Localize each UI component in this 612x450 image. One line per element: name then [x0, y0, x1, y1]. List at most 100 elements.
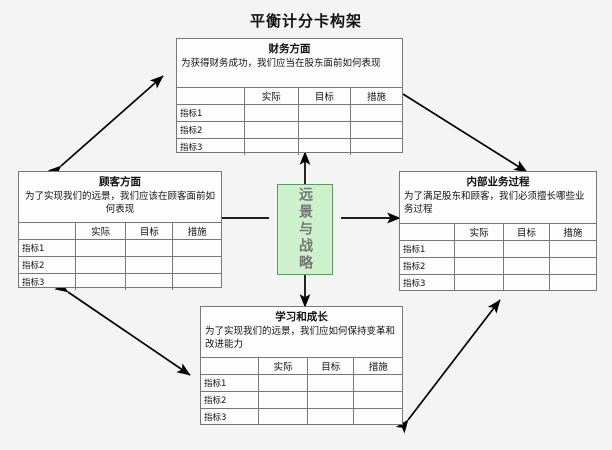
cell-target[interactable] [503, 240, 550, 258]
col-actual: 实际 [244, 87, 299, 105]
perspective-customer-title: 顾客方面 [99, 176, 141, 188]
table-row[interactable]: 指标3 [177, 138, 402, 155]
cell-measure[interactable] [350, 121, 402, 139]
perspective-learning-title: 学习和成长 [275, 311, 328, 323]
col-actual: 实际 [258, 357, 308, 375]
table-row[interactable]: 指标3 [400, 274, 596, 291]
cell-measure[interactable] [350, 138, 402, 155]
perspective-customer-table: 实际 目标 措施 指标1 指标2 指标3 [19, 222, 221, 290]
arrow-learning-internal [395, 299, 501, 434]
arrow-financial-internal [389, 82, 528, 173]
col-measure: 措施 [549, 223, 596, 241]
cell-target[interactable] [298, 138, 351, 155]
cell-actual[interactable] [244, 138, 299, 155]
perspective-learning-table: 实际 目标 措施 指标1 指标2 指标3 [201, 357, 402, 425]
cell-measure[interactable] [172, 273, 221, 290]
row-label: 指标3 [201, 408, 260, 425]
row-label: 指标1 [400, 240, 456, 258]
col-measure: 措施 [350, 87, 402, 105]
cell-actual[interactable] [258, 408, 308, 425]
row-label: 指标2 [177, 121, 245, 139]
col-target: 目标 [298, 87, 351, 105]
perspective-customer-head: 顾客方面 为了实现我们的远景，我们应该在顾客面前如何表现 [19, 172, 221, 222]
perspective-financial[interactable]: 财务方面 为获得财务成功，我们应当在股东面前如何表现 实际 目标 措施 指标1 … [176, 38, 403, 155]
col-actual: 实际 [75, 222, 127, 240]
cell-measure[interactable] [353, 391, 402, 409]
col-blank [201, 357, 260, 375]
arrow-customer-financial [47, 75, 164, 179]
table-row[interactable]: 指标2 [19, 256, 221, 274]
table-header-row: 实际 目标 措施 [19, 222, 221, 240]
col-measure: 措施 [353, 357, 402, 375]
cell-target[interactable] [503, 257, 550, 275]
perspective-learning[interactable]: 学习和成长 为了实现我们的远景，我们应如何保持变革和改进能力 实际 目标 措施 … [200, 306, 403, 425]
perspective-financial-title: 财务方面 [268, 43, 311, 55]
vision-strategy-box[interactable]: 远景与战略 [277, 184, 333, 275]
cell-measure[interactable] [350, 104, 402, 122]
cell-target[interactable] [125, 256, 174, 274]
table-row[interactable]: 指标1 [177, 104, 402, 122]
cell-target[interactable] [307, 374, 355, 392]
cell-measure[interactable] [172, 256, 221, 274]
cell-actual[interactable] [454, 240, 505, 258]
table-row[interactable]: 指标2 [177, 121, 402, 139]
cell-measure[interactable] [549, 274, 596, 291]
perspective-financial-table: 实际 目标 措施 指标1 指标2 指标3 [177, 87, 402, 155]
table-header-row: 实际 目标 措施 [400, 223, 596, 241]
cell-actual[interactable] [258, 374, 308, 392]
cell-actual[interactable] [454, 274, 505, 291]
cell-target[interactable] [125, 239, 174, 257]
table-row[interactable]: 指标2 [201, 391, 402, 409]
table-row[interactable]: 指标3 [19, 273, 221, 290]
cell-actual[interactable] [75, 239, 127, 257]
col-target: 目标 [125, 222, 174, 240]
perspective-internal-title: 内部业务过程 [466, 176, 530, 188]
cell-measure[interactable] [549, 240, 596, 258]
perspective-financial-head: 财务方面 为获得财务成功，我们应当在股东面前如何表现 [177, 39, 402, 87]
cell-measure[interactable] [549, 257, 596, 275]
page-title: 平衡计分卡构架 [249, 12, 362, 30]
row-label: 指标3 [177, 138, 245, 155]
perspective-learning-desc: 为了实现我们的远景，我们应如何保持变革和改进能力 [205, 326, 396, 350]
perspective-customer-desc: 为了实现我们的远景，我们应该在顾客面前如何表现 [24, 191, 215, 215]
cell-target[interactable] [125, 273, 174, 290]
cell-target[interactable] [503, 274, 550, 291]
table-row[interactable]: 指标1 [19, 239, 221, 257]
cell-target[interactable] [298, 104, 351, 122]
cell-actual[interactable] [454, 257, 505, 275]
row-label: 指标1 [177, 104, 245, 122]
cell-actual[interactable] [75, 256, 127, 274]
perspective-customer[interactable]: 顾客方面 为了实现我们的远景，我们应该在顾客面前如何表现 实际 目标 措施 指标… [18, 171, 222, 290]
vision-strategy-label: 远景与战略 [297, 187, 313, 272]
row-label: 指标2 [400, 257, 456, 275]
cell-actual[interactable] [258, 391, 308, 409]
perspective-financial-desc: 为获得财务成功，我们应当在股东面前如何表现 [181, 58, 381, 69]
table-row[interactable]: 指标1 [400, 240, 596, 258]
row-label: 指标2 [19, 256, 76, 274]
table-row[interactable]: 指标2 [400, 257, 596, 275]
table-row[interactable]: 指标3 [201, 408, 402, 425]
col-measure: 措施 [172, 222, 221, 240]
cell-actual[interactable] [244, 104, 299, 122]
cell-target[interactable] [307, 391, 355, 409]
col-blank [19, 222, 76, 240]
cell-measure[interactable] [353, 408, 402, 425]
row-label: 指标3 [19, 273, 76, 290]
perspective-internal-desc: 为了满足股东和顾客，我们必须擅长哪些业务过程 [404, 191, 585, 215]
cell-target[interactable] [307, 408, 355, 425]
cell-actual[interactable] [244, 121, 299, 139]
perspective-internal-head: 内部业务过程 为了满足股东和顾客，我们必须擅长哪些业务过程 [400, 172, 596, 223]
cell-measure[interactable] [172, 239, 221, 257]
cell-target[interactable] [298, 121, 351, 139]
col-target: 目标 [503, 223, 550, 241]
arrow-customer-learning [54, 280, 191, 376]
table-row[interactable]: 指标1 [201, 374, 402, 392]
col-target: 目标 [307, 357, 355, 375]
perspective-internal[interactable]: 内部业务过程 为了满足股东和顾客，我们必须擅长哪些业务过程 实际 目标 措施 指… [399, 171, 597, 291]
cell-measure[interactable] [353, 374, 402, 392]
perspective-learning-head: 学习和成长 为了实现我们的远景，我们应如何保持变革和改进能力 [201, 307, 402, 357]
col-blank [400, 223, 456, 241]
row-label: 指标3 [400, 274, 456, 291]
cell-actual[interactable] [75, 273, 127, 290]
